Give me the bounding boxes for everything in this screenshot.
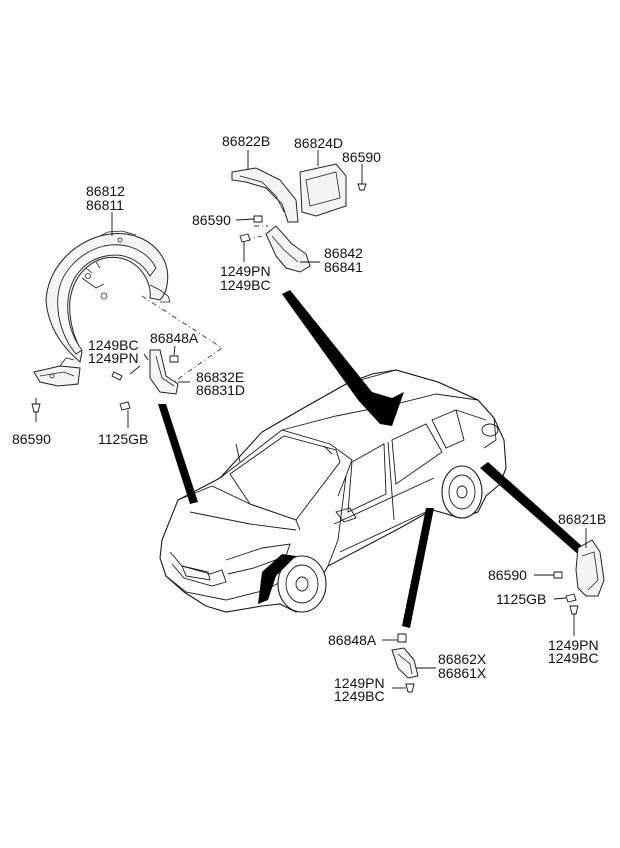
label-1249pn-right: 1249PN [548,637,599,653]
car-body [159,369,507,613]
clip-86590-top [357,183,367,191]
label-86842: 86842 [324,245,363,261]
label-86812: 86812 [86,183,125,199]
rear-guard-86821b [575,539,605,597]
guard-panel-86824d [299,163,347,217]
callout-wedge-front-left [158,404,198,504]
screw-1249-bottom [405,683,415,693]
label-1249pn-bottom: 1249PN [334,675,385,691]
label-86590-mid: 86590 [192,212,231,228]
label-86824d: 86824D [294,135,343,151]
label-86832e: 86832E [196,369,244,385]
label-86848a-top: 86848A [150,330,199,346]
label-1249bc-bottom: 1249BC [334,688,385,704]
screw-1249-top [239,233,251,243]
screw-1249-right [569,605,579,615]
wheel-guard-shade-front [258,554,296,604]
bolt-1125gb-left [119,401,131,411]
clip-86848a-bottom [397,633,407,643]
label-86848a-bottom: 86848A [328,632,377,648]
callout-wedge-bottom [402,508,434,628]
callout-wedge-top [282,290,404,426]
rear-wheel-guard-86822b [231,167,299,223]
clip-86590-mid [253,215,263,223]
label-1249bc-top: 1249BC [220,277,271,293]
clip-86590-right [553,571,563,579]
label-86831d: 86831D [196,382,245,398]
label-86590-top: 86590 [342,149,381,165]
label-86590-right: 86590 [488,567,527,583]
label-86861x: 86861X [438,665,487,681]
screw-1249-left [111,371,123,381]
label-86822b: 86822B [222,133,270,149]
label-86862x: 86862X [438,651,487,667]
label-1249bc-right: 1249BC [548,650,599,666]
label-1249bc-left: 1249BC [88,337,139,353]
label-1249pn-top: 1249PN [220,263,271,279]
label-1249pn-left: 1249PN [88,350,139,366]
label-86841: 86841 [324,259,363,275]
callout-wedge-rear-right [480,462,584,556]
fastener-clip-86590-left [31,398,41,413]
label-86590-left: 86590 [12,431,51,447]
label-86821b: 86821B [558,511,606,527]
mud-guard-front [149,349,179,395]
mud-flap-86842 [265,225,311,273]
label-1125gb-left: 1125GB [98,431,148,447]
label-86811: 86811 [86,197,124,213]
front-wheel-guard [33,230,171,387]
bolt-1125gb-right [565,593,577,603]
label-1125gb-right: 1125GB [496,591,546,607]
clip-86848a-top [169,355,179,363]
side-mud-guard-86862x [391,647,419,679]
